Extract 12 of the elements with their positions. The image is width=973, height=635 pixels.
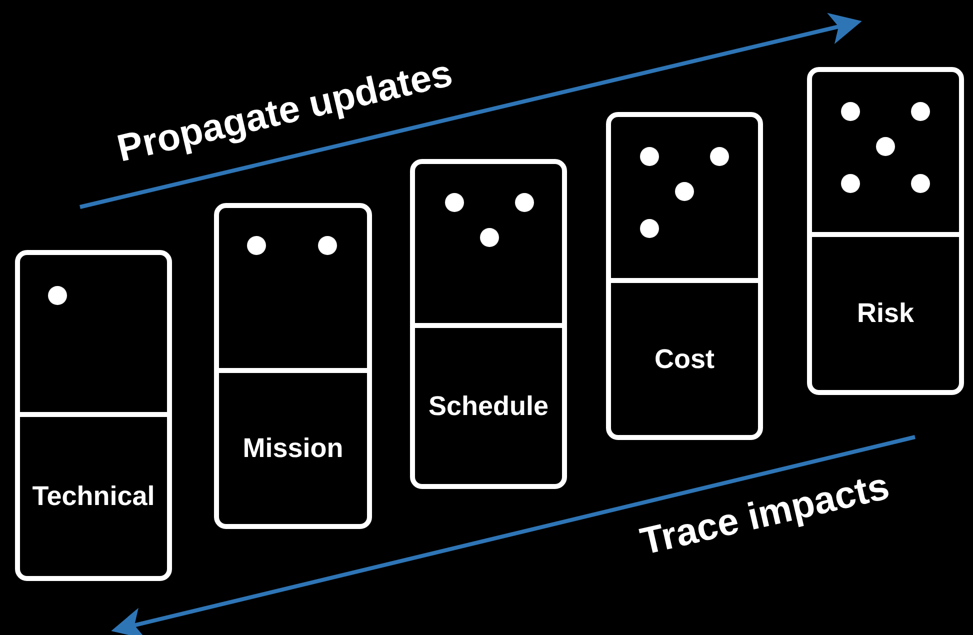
domino-label: Mission (242, 432, 344, 466)
domino-tile (15, 250, 172, 581)
direction-label: Propagate updates (112, 52, 458, 172)
domino-label: Schedule (428, 390, 549, 423)
domino-label: Technical (32, 480, 155, 514)
domino-tile (214, 203, 372, 529)
domino-label: Cost (654, 342, 714, 376)
domino-tile (606, 112, 763, 440)
domino-label: Risk (856, 297, 914, 330)
domino-tile (807, 67, 964, 395)
direction-label: Trace impacts (636, 464, 894, 566)
domino-tile (410, 159, 567, 489)
